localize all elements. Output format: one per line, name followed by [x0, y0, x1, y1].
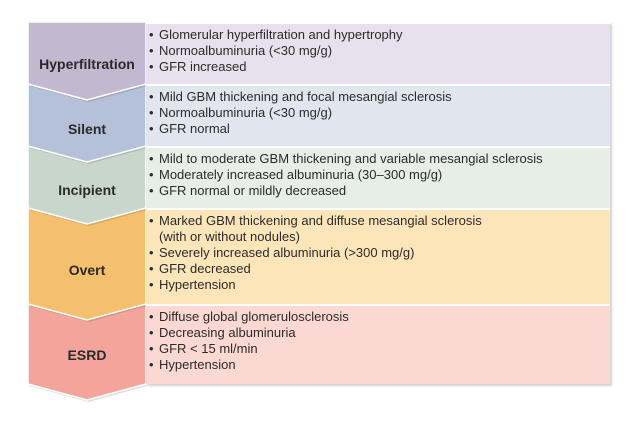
panel-hyperfiltration: •Glomerular hyperfiltration and hypertro… [146, 22, 610, 84]
stage-label-esrd: ESRD [67, 347, 107, 363]
stage-label-overt: Overt [68, 262, 106, 278]
bullet-item: •GFR increased [149, 59, 247, 74]
stage-label-hyperfiltration: Hyperfiltration [39, 56, 135, 72]
bullet-item: •Mild to moderate GBM thickening and var… [149, 151, 543, 166]
bullet-item: •Hypertension [149, 277, 236, 292]
panel-silent: •Mild GBM thickening and focal mesangial… [146, 84, 610, 146]
panel-overt: •Marked GBM thickening and diffuse mesan… [146, 208, 610, 304]
bullet-item: •Marked GBM thickening and diffuse mesan… [149, 213, 482, 228]
bullet-item: •Severely increased albuminuria (>300 mg… [149, 245, 415, 260]
bullet-item: •Diffuse global glomerulosclerosis [149, 309, 349, 324]
bullet-continuation: (with or without nodules) [159, 229, 300, 244]
bullet-item: •Hypertension [149, 357, 236, 372]
bullet-item: •GFR < 15 ml/min [149, 341, 258, 356]
panel-incipient: •Mild to moderate GBM thickening and var… [146, 146, 610, 208]
bullet-item: •Moderately increased albuminuria (30–30… [149, 167, 443, 182]
bullet-item: •Normoalbuminuria (<30 mg/g) [149, 43, 333, 58]
bullet-item: •GFR decreased [149, 261, 251, 276]
bullet-item: •Normoalbuminuria (<30 mg/g) [149, 105, 333, 120]
bullet-item: •GFR normal or mildly decreased [149, 183, 347, 198]
bullet-item: •Glomerular hyperfiltration and hypertro… [149, 27, 403, 42]
stage-label-incipient: Incipient [58, 182, 116, 198]
panel-esrd: •Diffuse global glomerulosclerosis •Decr… [146, 304, 610, 384]
bullet-item: •Mild GBM thickening and focal mesangial… [149, 89, 452, 104]
bullet-item: •Decreasing albuminuria [149, 325, 296, 340]
stage-label-silent: Silent [67, 121, 107, 137]
bullet-item: •GFR normal [149, 121, 230, 136]
chevron-hyperfiltration [27, 21, 147, 101]
